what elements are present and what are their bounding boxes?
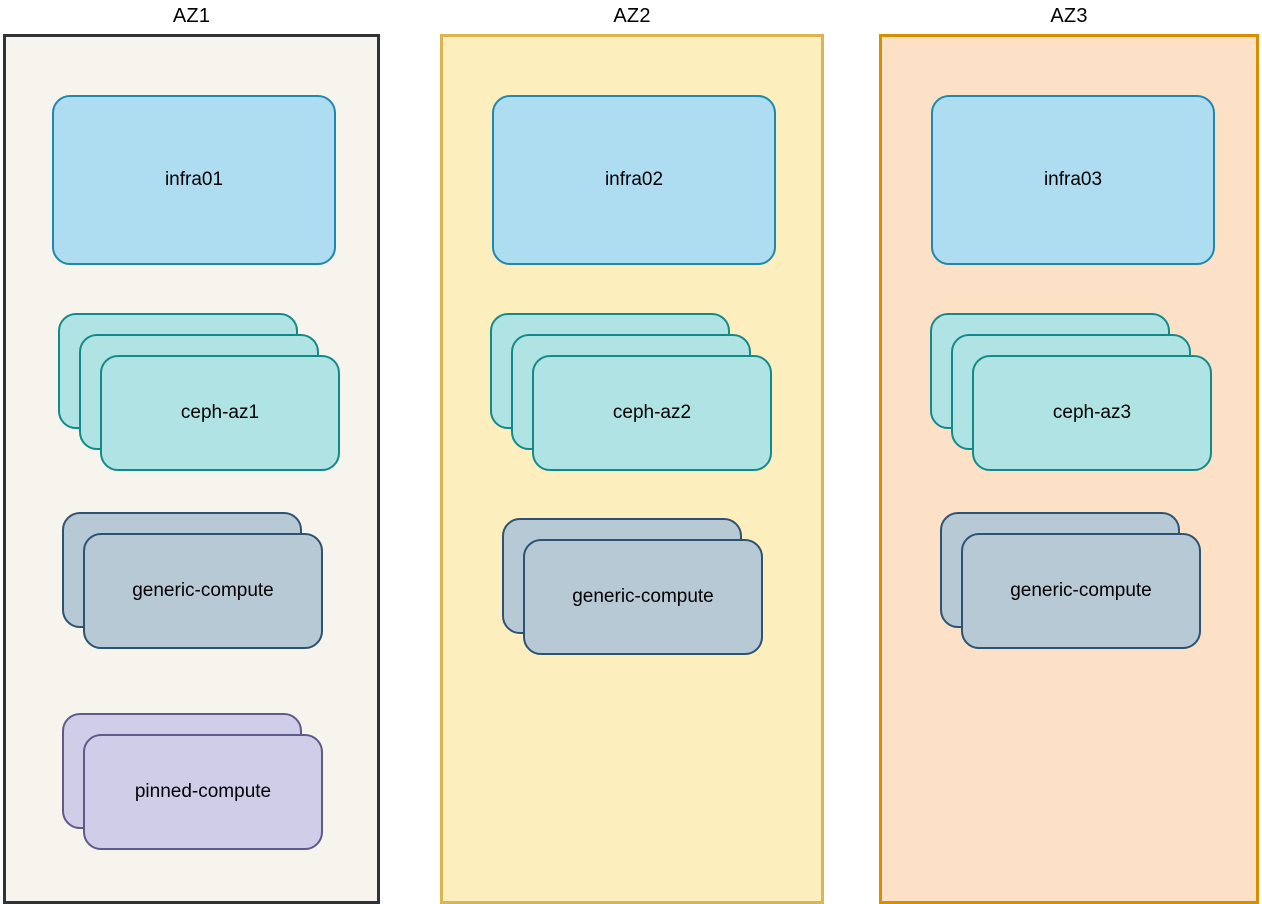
node-stack-az1-generic[interactable]: generic-compute xyxy=(62,512,323,649)
node-stack-az2-ceph[interactable]: ceph-az2 xyxy=(490,313,772,471)
node-card-front-az2-infra[interactable]: infra02 xyxy=(492,95,776,265)
zone-title-az1: AZ1 xyxy=(172,5,211,27)
node-stack-az2-generic[interactable]: generic-compute xyxy=(502,518,763,655)
node-label-az2-generic: generic-compute xyxy=(572,586,714,607)
node-label-az3-infra: infra03 xyxy=(1043,169,1103,190)
node-label-az2-infra: infra02 xyxy=(604,169,664,190)
node-card-front-az1-ceph[interactable]: ceph-az1 xyxy=(100,355,340,471)
node-label-az3-ceph: ceph-az3 xyxy=(1052,402,1132,423)
node-label-az1-generic: generic-compute xyxy=(132,580,274,601)
node-stack-az1-ceph[interactable]: ceph-az1 xyxy=(58,313,340,471)
node-card-front-az1-pinned[interactable]: pinned-compute xyxy=(83,734,323,850)
node-label-az2-ceph: ceph-az2 xyxy=(612,402,692,423)
node-label-az1-ceph: ceph-az1 xyxy=(180,402,260,423)
node-stack-az3-generic[interactable]: generic-compute xyxy=(940,512,1201,649)
node-card-front-az3-infra[interactable]: infra03 xyxy=(931,95,1215,265)
node-stack-az3-ceph[interactable]: ceph-az3 xyxy=(930,313,1212,471)
node-label-az1-infra: infra01 xyxy=(164,169,224,190)
node-label-az1-pinned: pinned-compute xyxy=(134,781,272,802)
node-card-front-az3-generic[interactable]: generic-compute xyxy=(961,533,1201,649)
node-card-front-az1-generic[interactable]: generic-compute xyxy=(83,533,323,649)
node-card-front-az1-infra[interactable]: infra01 xyxy=(52,95,336,265)
node-card-front-az2-generic[interactable]: generic-compute xyxy=(523,539,763,655)
node-stack-az1-pinned[interactable]: pinned-compute xyxy=(62,713,323,850)
node-stack-az2-infra[interactable]: infra02 xyxy=(492,95,776,265)
node-stack-az3-infra[interactable]: infra03 xyxy=(931,95,1215,265)
node-stack-az1-infra[interactable]: infra01 xyxy=(52,95,336,265)
node-label-az3-generic: generic-compute xyxy=(1010,580,1152,601)
node-card-front-az3-ceph[interactable]: ceph-az3 xyxy=(972,355,1212,471)
zone-title-az3: AZ3 xyxy=(1050,5,1088,27)
node-card-front-az2-ceph[interactable]: ceph-az2 xyxy=(532,355,772,471)
zone-title-az2: AZ2 xyxy=(613,5,651,27)
